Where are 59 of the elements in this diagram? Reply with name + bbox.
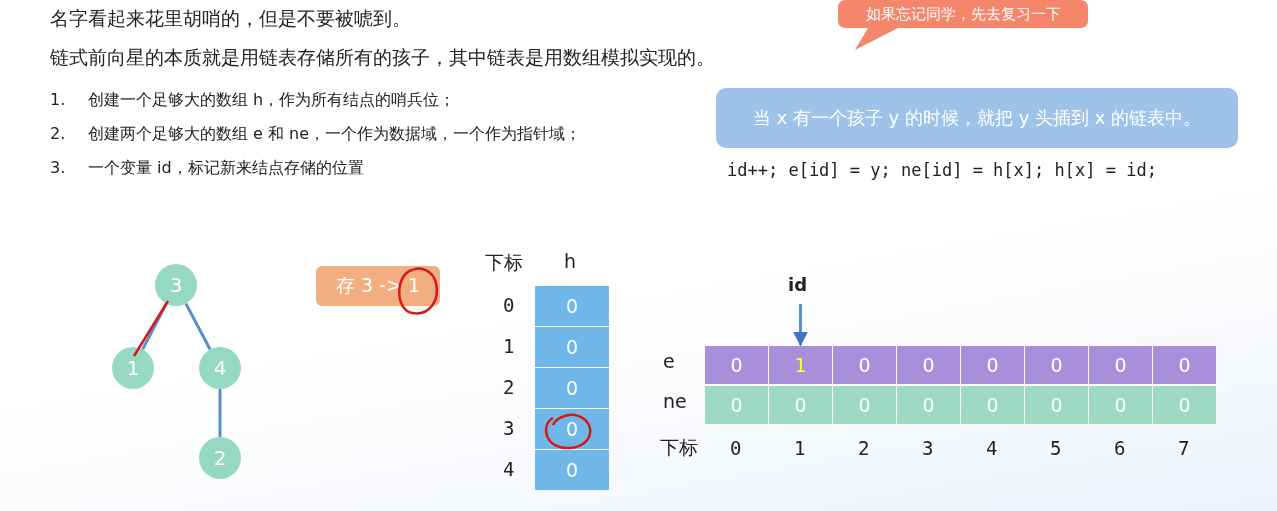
array-cell: 0 bbox=[1089, 386, 1152, 424]
array-cell: 0 bbox=[705, 346, 768, 384]
tree-edge bbox=[218, 389, 222, 437]
array-cell: 0 bbox=[535, 327, 609, 367]
column-header: 下标 bbox=[485, 250, 523, 275]
array-cell: 0 bbox=[535, 368, 609, 408]
code-line: id++; e[id] = y; ne[id] = h[x]; h[x] = id; bbox=[727, 160, 1157, 180]
tree-node: 3 bbox=[155, 264, 197, 306]
array-cell: 0 bbox=[1153, 346, 1216, 384]
array-cell: 1 bbox=[769, 346, 832, 384]
array-cell: 0 bbox=[961, 346, 1024, 384]
array-cell: 0 bbox=[833, 386, 896, 424]
tree-edge bbox=[184, 302, 212, 351]
index-number: 2 bbox=[858, 437, 870, 459]
array-cell: 0 bbox=[897, 346, 960, 384]
pointer-label: id bbox=[788, 274, 808, 295]
index-number: 6 bbox=[1114, 437, 1126, 459]
row-header: e bbox=[663, 350, 675, 372]
index-number: 4 bbox=[503, 458, 515, 480]
index-number: 4 bbox=[986, 437, 998, 459]
status-tag: 存 3 -> 1 bbox=[316, 266, 440, 306]
index-number: 0 bbox=[503, 294, 515, 316]
index-number: 5 bbox=[1050, 437, 1062, 459]
arrow bbox=[793, 304, 808, 347]
index-number: 7 bbox=[1178, 437, 1190, 459]
title: 名字看起来花里胡哨的，但是不要被唬到。 bbox=[50, 6, 411, 31]
list-item: 创建两个足够大的数组 e 和 ne，一个作为数据域，一个作为指针域； bbox=[88, 124, 582, 145]
list-item: 一个变量 id，标记新来结点存储的位置 bbox=[88, 158, 364, 179]
array-cell: 0 bbox=[535, 286, 609, 326]
array-cell: 0 bbox=[535, 409, 609, 449]
array-cell: 0 bbox=[833, 346, 896, 384]
array-cell: 0 bbox=[897, 386, 960, 424]
array-cell: 0 bbox=[1025, 386, 1088, 424]
row-header: 下标 bbox=[660, 435, 698, 460]
tree-node: 1 bbox=[112, 347, 154, 389]
info-box: 当 x 有一个孩子 y 的时候，就把 y 头插到 x 的链表中。 bbox=[716, 88, 1238, 148]
array-cell: 0 bbox=[1153, 386, 1216, 424]
index-number: 3 bbox=[503, 417, 515, 439]
index-number: 0 bbox=[730, 437, 742, 459]
array-cell: 0 bbox=[769, 386, 832, 424]
row-header: ne bbox=[663, 390, 687, 412]
array-cell: 0 bbox=[961, 386, 1024, 424]
list-item: 创建一个足够大的数组 h，作为所有结点的哨兵位； bbox=[88, 90, 456, 111]
list-number: 1. bbox=[50, 90, 66, 109]
array-cell: 0 bbox=[1025, 346, 1088, 384]
index-number: 1 bbox=[794, 437, 806, 459]
array-cell: 0 bbox=[705, 386, 768, 424]
tree-node: 2 bbox=[199, 437, 241, 479]
index-number: 3 bbox=[922, 437, 934, 459]
list-number: 3. bbox=[50, 158, 66, 177]
index-number: 2 bbox=[503, 376, 515, 398]
array-cell: 0 bbox=[535, 450, 609, 490]
subtitle: 链式前向星的本质就是用链表存储所有的孩子，其中链表是用数组模拟实现的。 bbox=[50, 45, 715, 70]
column-header: h bbox=[564, 250, 577, 272]
array-cell: 0 bbox=[1089, 346, 1152, 384]
list-number: 2. bbox=[50, 124, 66, 143]
tree-node: 4 bbox=[199, 347, 241, 389]
speech-bubble: 如果忘记同学，先去复习一下 bbox=[838, 0, 1088, 50]
index-number: 1 bbox=[503, 335, 515, 357]
